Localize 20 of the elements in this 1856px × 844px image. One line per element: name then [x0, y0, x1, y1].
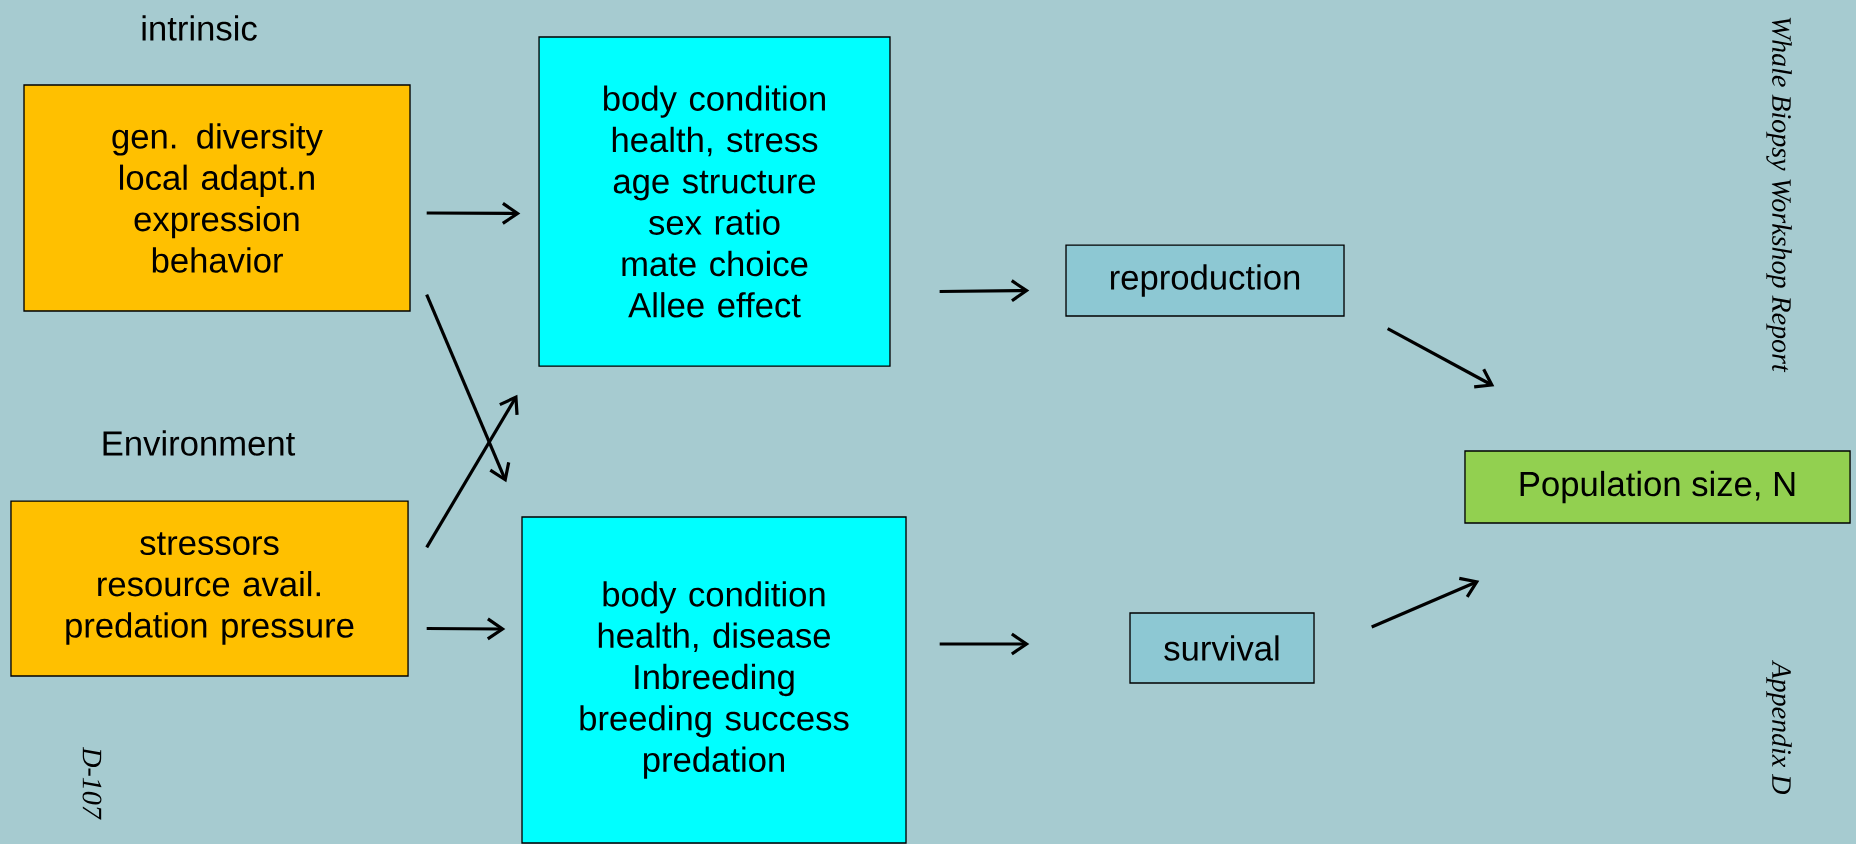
heading: Environment [103, 430, 296, 456]
text-box: Population size, N [1464, 450, 1851, 524]
arrow [426, 202, 521, 225]
page-note: Whale Biopsy Workshop Report [1766, 17, 1792, 373]
arrow [1371, 576, 1480, 629]
text-box: body condition health, disease Inbreeding breeding success predation [521, 516, 907, 844]
arrow [939, 279, 1030, 302]
heading: intrinsic [142, 15, 257, 41]
arrow [939, 632, 1030, 656]
text-box: survival [1129, 612, 1315, 684]
arrow [426, 617, 506, 641]
text-box: stressors resource avail. predation pressure [10, 500, 409, 677]
text-box: gen. diversity local adapt.n expression behavior [23, 84, 411, 312]
text-box: body condition health, stress age structure sex ratio mate choice Allee effect [538, 36, 891, 367]
page-note: D-107 [82, 746, 102, 820]
arrow [425, 394, 519, 549]
arrow [425, 294, 511, 483]
text-box: reproduction [1065, 244, 1345, 317]
arrow [1386, 327, 1495, 389]
page-note: Appendix D [1766, 660, 1792, 795]
